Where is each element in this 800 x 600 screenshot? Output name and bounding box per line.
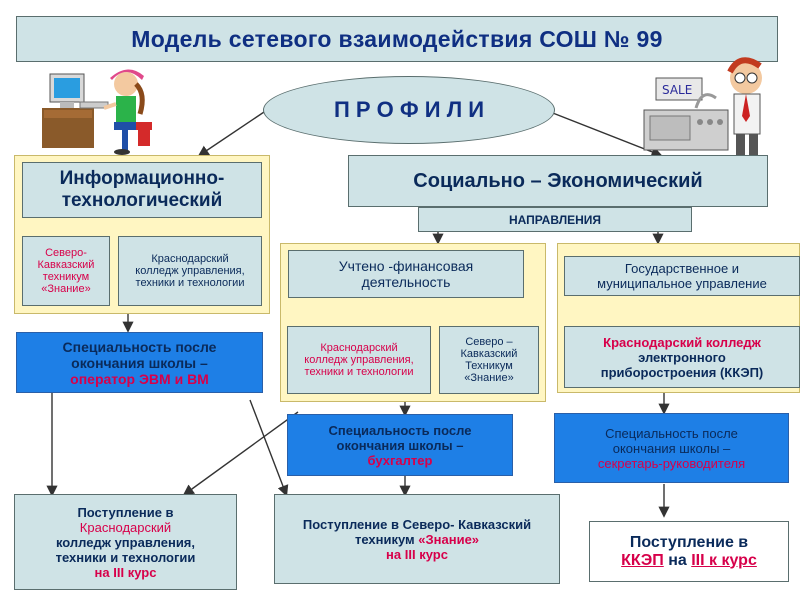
title-banner: Модель сетевого взаимодействия СОШ № 99	[16, 16, 778, 62]
profiles-ellipse: П Р О Ф И Л И	[263, 76, 555, 144]
profiles-label: П Р О Ф И Л И	[333, 97, 485, 122]
computer-user-icon	[42, 69, 152, 155]
direction1-school-north-caucasus: Северо – Кавказский Техникум «Знание»	[439, 326, 539, 394]
arrow-d1-admission1	[182, 411, 299, 496]
right-profile-heading: Социально – Экономический	[348, 155, 768, 207]
left-specialty-box: Специальность после окончания школы – оп…	[16, 332, 263, 393]
arrow-profiles-right	[539, 107, 663, 158]
left-profile-heading: Информационно- технологический	[22, 162, 262, 218]
direction1-specialty-box: Специальность после окончания школы – бу…	[287, 414, 513, 476]
direction1-school-krasnodar: Краснодарский колледж управления, техник…	[287, 326, 431, 394]
cash-register-icon: SALE	[643, 57, 762, 156]
direction2-school-kkep: Краснодарский колледж электронного прибо…	[564, 326, 800, 388]
admission-krasnodar-box: Поступление в Краснодарский колледж упра…	[14, 494, 237, 590]
direction1-name: Учтено -финансовая деятельность	[288, 250, 524, 298]
left-school-north-caucasus: Северо- Кавказский техникум «Знание»	[22, 236, 110, 306]
direction2-name: Государственное и муниципальное управлен…	[564, 256, 800, 296]
left-school-krasnodar: Краснодарский колледж управления, техник…	[118, 236, 262, 306]
directions-label-box: НАПРАВЛЕНИЯ	[418, 207, 692, 232]
arrow-left-admission2	[249, 399, 289, 497]
admission-north-caucasus-box: Поступление в Северо- Кавказский технику…	[274, 494, 560, 584]
admission-kkep-box: Поступление в ККЭП на III к курс	[589, 521, 789, 582]
page-title: Модель сетевого взаимодействия СОШ № 99	[131, 25, 663, 52]
direction2-specialty-box: Специальность после окончания школы – се…	[554, 413, 789, 483]
arrow-profiles-left	[197, 107, 271, 157]
sale-sign: SALE	[662, 83, 692, 97]
